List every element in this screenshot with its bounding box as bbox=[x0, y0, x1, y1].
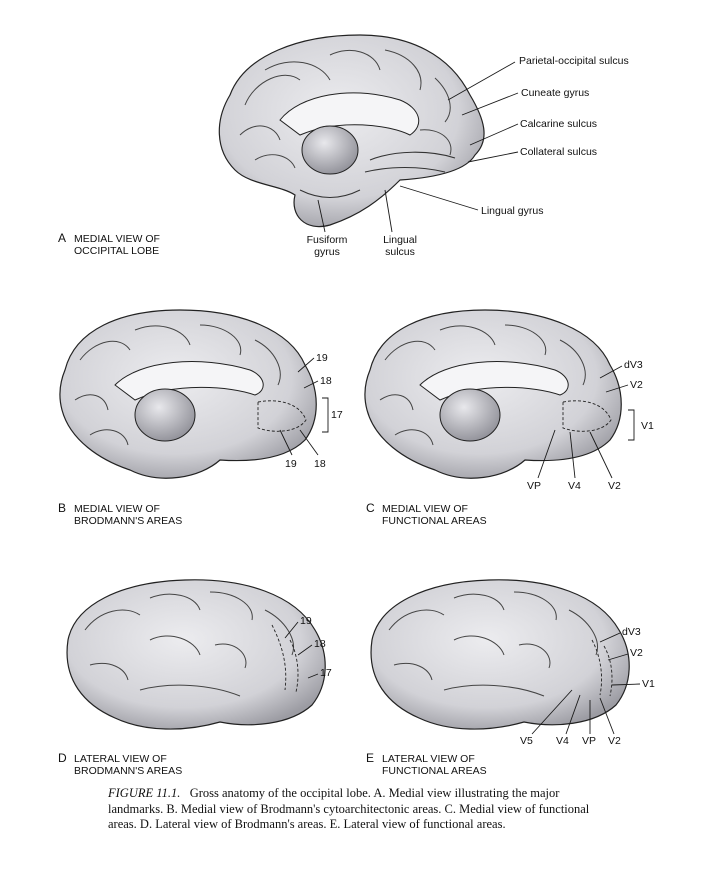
label-c-v2-top: V2 bbox=[630, 379, 643, 391]
figure-caption-text: Gross anatomy of the occipital lobe. A. … bbox=[108, 786, 590, 831]
panel-a-title: A MEDIAL VIEW OF OCCIPITAL LOBE bbox=[58, 232, 160, 257]
leader-lines-c bbox=[537, 365, 635, 479]
label-lingual-sulcus-line2: sulcus bbox=[385, 246, 415, 258]
figure-caption: FIGURE 11.1. Gross anatomy of the occipi… bbox=[108, 786, 608, 833]
label-cuneate-gyrus: Cuneate gyrus bbox=[521, 87, 590, 99]
label-c-v2-bottom: V2 bbox=[608, 480, 621, 492]
leader-lines-e bbox=[531, 632, 641, 735]
label-c-dv3: dV3 bbox=[624, 359, 643, 371]
label-fusiform-line2: gyrus bbox=[314, 246, 340, 258]
panel-b-title: B MEDIAL VIEW OF BRODMANN'S AREAS bbox=[58, 502, 182, 527]
panel-b-line1: MEDIAL VIEW OF bbox=[74, 503, 160, 515]
label-parieto-occipital-sulcus: Parietal-occipital sulcus bbox=[519, 55, 629, 67]
label-b-area-18-top: 18 bbox=[320, 375, 332, 387]
panel-c-title: C MEDIAL VIEW OF FUNCTIONAL AREAS bbox=[366, 502, 487, 527]
label-c-vp: VP bbox=[527, 480, 542, 492]
label-lingual-sulcus: Lingual sulcus bbox=[378, 234, 422, 258]
label-c-v1: V1 bbox=[641, 420, 654, 432]
label-b-area-18-bottom: 18 bbox=[314, 458, 326, 470]
label-b-area-17: 17 bbox=[331, 409, 343, 421]
panel-b-line2: BRODMANN'S AREAS bbox=[74, 515, 183, 527]
panel-c-line1: MEDIAL VIEW OF bbox=[382, 503, 468, 515]
label-b-area-19-bottom: 19 bbox=[285, 458, 297, 470]
brain-medial-a bbox=[218, 34, 485, 228]
panel-d-line2: BRODMANN'S AREAS bbox=[74, 765, 183, 777]
label-d-area-17: 17 bbox=[320, 667, 332, 679]
panel-c-letter: C bbox=[366, 501, 375, 515]
panel-e-line2: FUNCTIONAL AREAS bbox=[382, 765, 487, 777]
brain-lateral-d bbox=[66, 579, 326, 730]
label-e-v1: V1 bbox=[642, 678, 655, 690]
brain-medial-c bbox=[364, 309, 622, 479]
label-b-area-19-top: 19 bbox=[316, 352, 328, 364]
label-fusiform-line1: Fusiform bbox=[306, 234, 348, 246]
label-e-v2-top: V2 bbox=[630, 647, 643, 659]
panel-a-line1: MEDIAL VIEW OF bbox=[74, 233, 160, 245]
panel-e-title: E LATERAL VIEW OF FUNCTIONAL AREAS bbox=[366, 752, 487, 777]
label-lingual-gyrus: Lingual gyrus bbox=[481, 205, 544, 217]
leader-lines-b bbox=[279, 357, 329, 456]
panel-b-letter: B bbox=[58, 501, 67, 515]
label-e-dv3: dV3 bbox=[622, 626, 641, 638]
panel-d-line1: LATERAL VIEW OF bbox=[74, 753, 167, 765]
label-fusiform-gyrus: Fusiform gyrus bbox=[302, 234, 352, 258]
brain-lateral-e bbox=[370, 579, 630, 730]
label-d-area-19: 19 bbox=[300, 615, 312, 627]
label-e-v2-bottom: V2 bbox=[608, 735, 621, 747]
leader-lines-d bbox=[284, 621, 319, 679]
label-lingual-sulcus-line1: Lingual bbox=[383, 234, 417, 246]
label-e-v4: V4 bbox=[556, 735, 569, 747]
panel-d-title: D LATERAL VIEW OF BRODMANN'S AREAS bbox=[58, 752, 182, 777]
label-d-area-18: 18 bbox=[314, 638, 326, 650]
label-collateral-sulcus: Collateral sulcus bbox=[520, 146, 598, 158]
label-calcarine-sulcus: Calcarine sulcus bbox=[520, 118, 598, 130]
panel-a-letter: A bbox=[58, 231, 67, 245]
figure-number: FIGURE 11.1. bbox=[108, 786, 181, 800]
label-e-v5: V5 bbox=[520, 735, 533, 747]
panel-c-line2: FUNCTIONAL AREAS bbox=[382, 515, 487, 527]
panel-e-line1: LATERAL VIEW OF bbox=[382, 753, 475, 765]
panel-e-letter: E bbox=[366, 751, 375, 765]
label-c-v4: V4 bbox=[568, 480, 581, 492]
leader-lines-a bbox=[317, 61, 519, 233]
panel-d-letter: D bbox=[58, 751, 67, 765]
brain-medial-b bbox=[59, 309, 317, 479]
label-e-vp: VP bbox=[582, 735, 597, 747]
panel-a-line2: OCCIPITAL LOBE bbox=[74, 245, 160, 257]
